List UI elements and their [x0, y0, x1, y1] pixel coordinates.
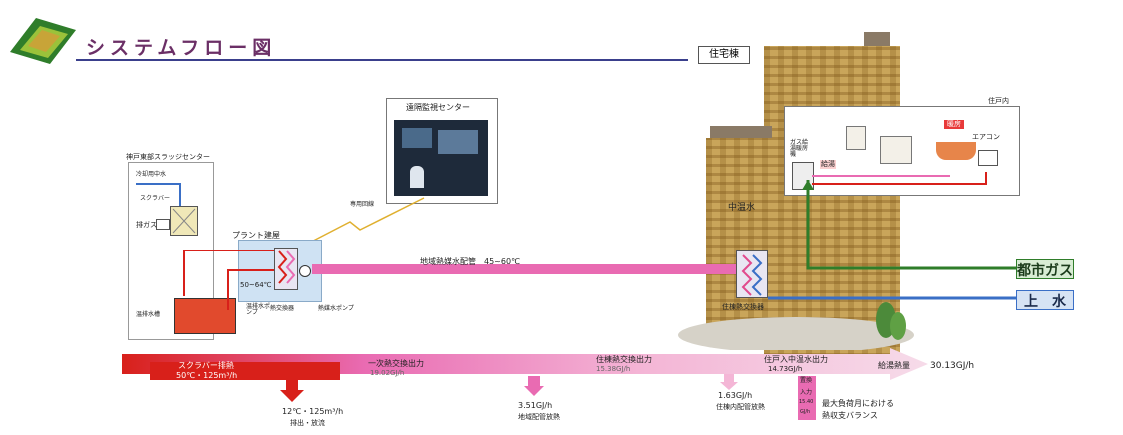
primary-output-value: 19.02GJ/h: [370, 369, 405, 377]
plant-building-label: プラント建屋: [232, 231, 280, 240]
plant-heat-exchanger: [274, 248, 298, 290]
plant-temp-label: 50~64℃: [240, 281, 272, 289]
district-loss-label: 地域配管放熱: [518, 413, 560, 421]
building-loss-arrow-icon: [720, 374, 738, 390]
dwelling-output-value: 14.73GJ/h: [768, 365, 803, 373]
dwelling-label: 住戸内: [988, 97, 1009, 105]
floor-heating-label: 暖房: [944, 120, 964, 129]
gas-input-4: GJ/h: [800, 409, 811, 415]
building-loss-label: 住棟内配管放熱: [716, 403, 765, 411]
building-loss-value: 1.63GJ/h: [718, 391, 753, 400]
scrubber-heat-label: スクラバー排熱: [178, 361, 234, 370]
cooling-water-label: 冷却用中水: [136, 171, 167, 178]
logo-icon: [10, 18, 76, 64]
energy-supply-label: 給湯熱量: [878, 361, 910, 370]
monitoring-photo: [394, 120, 488, 196]
monitoring-label: 遠隔監視センター: [406, 103, 470, 112]
water-label: 上 水: [1016, 290, 1074, 310]
page-title: システムフロー図: [86, 37, 277, 59]
sludge-center-name: 神戸東部スラッジセンター: [126, 153, 210, 161]
plant-hx-label: 熱交換器: [270, 305, 295, 312]
dedicated-line-label: 専用回線: [350, 201, 375, 208]
gas-input-1: 置換: [800, 377, 813, 384]
hot-water-tank: [174, 298, 236, 334]
plant-pump-icon: [299, 265, 311, 277]
building-roof-low: [710, 126, 772, 140]
mid-temp-water-label: 中温水: [728, 203, 756, 213]
scrubber-label: スクラバー: [140, 195, 170, 202]
housing-tag: 住宅棟: [698, 46, 750, 64]
discharge-arrow-icon: [280, 376, 304, 402]
exhaust-gas-label: 排ガス: [136, 221, 157, 229]
band-red: [150, 362, 340, 380]
building-output-label: 住棟熱交換出力: [596, 355, 652, 364]
pump-label: 温排水ポンプ: [246, 303, 271, 316]
note-line-2: 熱収支バランス: [822, 411, 878, 420]
discharge-value: 12℃・125m³/h: [282, 407, 344, 416]
housing-building-tall: [764, 46, 900, 356]
gas-input-2: 入力: [800, 389, 813, 396]
final-value: 30.13GJ/h: [930, 361, 975, 371]
plant-pump-label: 熱媒水ポンプ: [318, 305, 354, 312]
red-loop-pipes: [183, 250, 274, 310]
cooling-water-line: [136, 183, 181, 208]
note-line-1: 最大負荷月における: [822, 399, 894, 408]
discharge-label: 排出・放流: [290, 419, 325, 427]
gas-heater-label: ガス給湯暖房機: [790, 139, 809, 158]
scrubber-unit: [170, 206, 198, 236]
landscape-icon: [678, 302, 914, 350]
gas-input-3: 15.40: [799, 399, 814, 405]
dwelling-output-label: 住戸入中温水出力: [764, 355, 828, 364]
primary-output-label: 一次熱交換出力: [368, 359, 424, 368]
floor-heating-icon: [936, 142, 976, 160]
dwelling-pipes: [812, 172, 987, 185]
city-gas-label: 都市ガス: [1016, 259, 1074, 279]
air-conditioner-label: エアコン: [972, 133, 1000, 141]
hot-tank-label: 温排水槽: [136, 311, 161, 318]
district-loss-value: 3.51GJ/h: [518, 401, 553, 410]
appliance-icon: [846, 126, 866, 150]
building-hx-label: 住棟熱交換器: [722, 303, 764, 311]
housing-building-low: [706, 138, 776, 338]
utility-lines: [768, 180, 1018, 300]
title-underline: [76, 59, 688, 61]
district-pipe-label: 地域熱媒水配管 45~60℃: [420, 257, 521, 266]
hot-water-supply-label: 給湯: [820, 160, 836, 169]
building-output-value: 15.38GJ/h: [596, 365, 631, 373]
district-loss-arrow-icon: [524, 376, 544, 396]
building-roof: [864, 32, 890, 48]
bath-icon: [880, 136, 912, 164]
exhaust-arrow-icon: [156, 219, 170, 230]
air-conditioner-icon: [978, 150, 998, 166]
scrubber-heat-spec: 50℃・125m³/h: [176, 371, 238, 380]
district-pipe: [312, 264, 736, 274]
building-heat-exchanger: [736, 250, 768, 298]
dedicated-line: [291, 197, 425, 253]
gas-input-bar: [798, 376, 816, 420]
